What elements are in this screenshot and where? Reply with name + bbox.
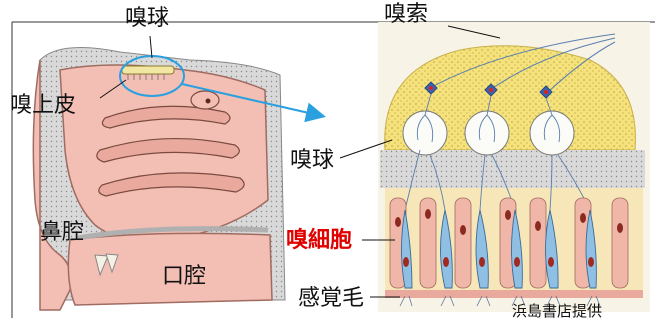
leader-line-bulb-top	[150, 36, 152, 58]
label-credit: 浜島書店提供	[512, 304, 602, 319]
label-olfactory-bulb-top: 嗅球	[125, 8, 169, 30]
label-olfactory-cell: 嗅細胞	[286, 230, 352, 252]
nasal-cross-section	[33, 48, 285, 311]
label-olfactory-bulb-detail: 嗅球	[290, 150, 334, 172]
label-oral-cavity: 口腔	[162, 266, 206, 288]
label-nasal-cavity: 鼻腔	[40, 222, 84, 244]
magnified-tissue	[378, 22, 650, 312]
label-olfactory-epithelium: 嗅上皮	[10, 95, 76, 117]
label-olfactory-nerve: 嗅索	[384, 4, 428, 26]
label-olfactory-cilia: 感覚毛	[298, 288, 364, 310]
